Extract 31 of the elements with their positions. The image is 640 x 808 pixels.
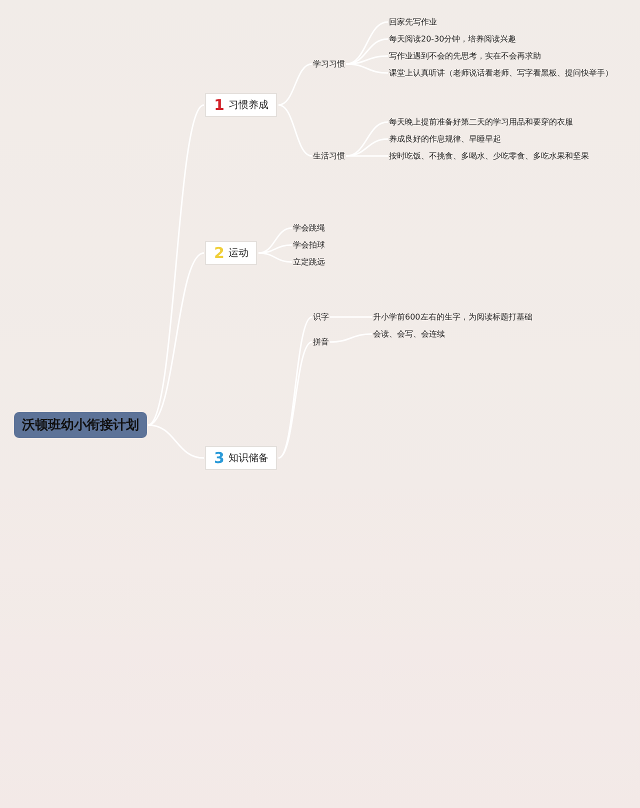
connector [148,424,204,459]
topic-text: 养成良好的作息规律、早睡早起 [389,134,501,144]
connector [258,252,292,263]
topic-text: 学会拍球 [293,240,325,250]
topic-text: 回家先写作业 [389,16,437,28]
topic-text: 课堂上认真听讲（老师说话看老师、写字看黑板、提问快举手） [389,68,613,78]
branch-number: 1 [214,96,224,114]
topic-text: 每天晚上提前准备好第二天的学习用品和要穿的衣服 [389,116,573,128]
topic-text: 拼音 [313,336,329,348]
topic-text: 学习习惯 [313,58,345,70]
topic-text: 每天阅读20-30分钟，培养阅读兴趣 [389,34,516,44]
topic-text: 识字 [313,312,329,322]
branch-number: 2 [214,244,224,262]
connector [278,63,312,106]
root-box: 沃顿班幼小衔接计划 [14,412,147,438]
branch-title: 知识储备 [228,452,268,465]
branch-title: 运动 [228,246,248,260]
connector [278,104,312,157]
branch-box [205,93,278,117]
topic-text: 写作业遇到不会的先思考，实在不会再求助 [389,50,541,62]
topic-text: 升小学前600左右的生字，为阅读标题打基础 [373,312,532,322]
topic-text: 立定跳远 [293,256,325,268]
topic-text: 按时吃饭、不挑食、多喝水、少吃零食、多吃水果和坚果 [389,150,589,162]
branch-box [205,446,278,470]
connector [147,104,205,426]
topic-text: 会读、会写、会连续 [373,328,445,340]
branch-box [205,241,258,265]
branch-title: 习惯养成 [228,98,268,112]
topic-text: 学会跳绳 [293,222,325,234]
topic-text: 生活习惯 [313,150,345,162]
branch-number: 3 [214,449,224,467]
